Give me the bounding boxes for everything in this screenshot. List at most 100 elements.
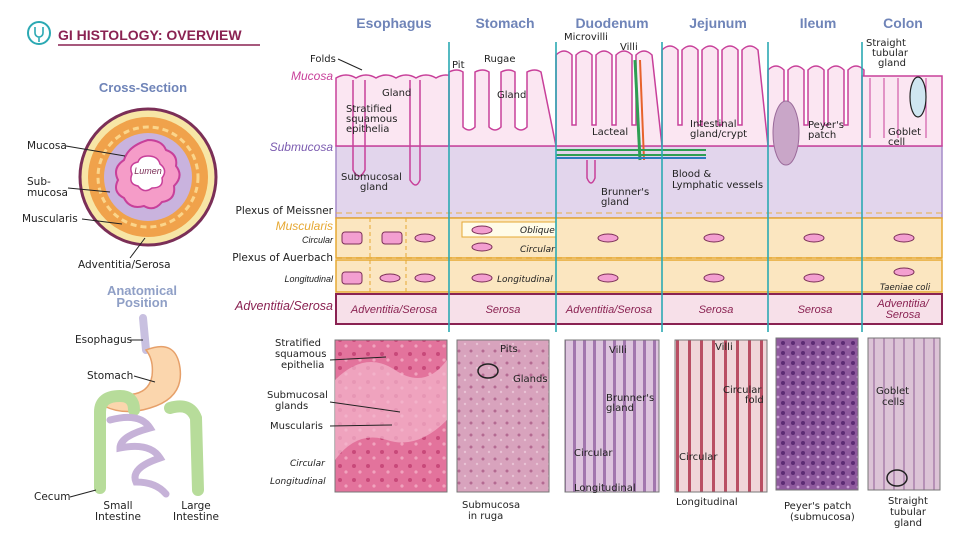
mlbl-longitudinal-j: Longitudinal [676, 497, 738, 508]
lbl-blood-1: Blood & [672, 169, 711, 180]
lbl-straight-2: tubular [872, 48, 909, 59]
lbl-brunners-2: gland [601, 197, 629, 208]
mlbl-circular-j: Circular [679, 452, 718, 463]
esophagus-mucosa [335, 74, 457, 147]
goblet-cell-shape [909, 76, 927, 118]
lbl-intestinal-1: Intestinal [690, 119, 737, 130]
mlbl-strat-1: Stratified [275, 338, 321, 349]
lbl-gland-sto: Gland [497, 90, 526, 101]
micrographs [334, 337, 941, 493]
duo-circ-cell [597, 233, 619, 243]
lbl-strat-2: squamous [346, 114, 397, 125]
mlbl-circular: Circular [290, 459, 326, 469]
layer-label-adventitia: Adventitia/Serosa [234, 299, 333, 313]
col-long-cell [893, 267, 915, 277]
eso-smooth-long-2 [414, 273, 436, 283]
cs-leader-muscularis [81, 218, 123, 225]
ile-circ-cell [803, 233, 825, 243]
lbl-lacteal: Lacteal [592, 127, 628, 138]
col-title-esophagus: Esophagus [356, 15, 432, 31]
lbl-longitudinal-sto: Longitudinal [497, 275, 553, 285]
layer-label-longitudinal: Longitudinal [284, 274, 334, 284]
layer-label-meissner: Plexus of Meissner [236, 205, 334, 217]
lbl-submucosal-1: Submucosal [341, 172, 402, 183]
anatomical-panel: Anatomical Position Esophagus Stomach Ce… [34, 283, 219, 523]
header: GI HISTOLOGY: OVERVIEW [27, 21, 260, 46]
serosa-duodenum: Adventitia/Serosa [565, 304, 652, 316]
mlbl-submucosal-2: glands [275, 401, 308, 412]
ile-long-cell [803, 273, 825, 283]
page-title: GI HISTOLOGY: OVERVIEW [58, 27, 242, 43]
adventitia-band [335, 293, 943, 325]
cs-label-submucosa-1: Sub- [27, 176, 51, 188]
lacteal-red [639, 59, 645, 161]
eso-smooth-circ [414, 233, 436, 243]
mleader-submucosal [329, 401, 401, 413]
pits-circle [477, 363, 499, 379]
micrograph-ileum [775, 337, 859, 491]
stomach-mucosa [448, 69, 557, 147]
mlbl-goblet-2: cells [882, 397, 904, 408]
serosa-colon-2: Serosa [886, 309, 921, 321]
sto-oblique-cell [471, 225, 493, 235]
mlbl-sub-ruga-1: Submucosa [462, 500, 520, 511]
sto-circ-cell [471, 242, 493, 252]
small-intestine-shape [106, 413, 170, 498]
lbl-pit: Pit [452, 60, 465, 71]
lumen-space [130, 155, 166, 192]
cs-leader-submucosa [67, 187, 111, 193]
anat-label-esophagus: Esophagus [75, 334, 132, 346]
mleader-strat [329, 356, 387, 361]
mlbl-circfold-2: fold [745, 395, 764, 406]
micrograph-duodenum [564, 339, 660, 493]
tubular-gland-circle [886, 469, 908, 487]
micrograph-stomach [456, 339, 550, 493]
lbl-strat-3: epithelia [346, 124, 389, 135]
layer-label-submucosa: Submucosa [270, 140, 334, 154]
mleader-muscularis [329, 424, 393, 427]
diagram-annotations: Folds Gland Stratified squamous epitheli… [310, 32, 931, 293]
mlbl-pits: Pits [500, 344, 518, 355]
mlbl-villi-j: Villi [715, 342, 733, 353]
layer-labels: Mucosa Submucosa Plexus of Meissner Musc… [232, 69, 334, 313]
lbl-goblet-2: cell [888, 137, 905, 148]
serosa-texts: Adventitia/Serosa Serosa Adventitia/Sero… [350, 298, 930, 321]
mlbl-sub-ruga-2: in ruga [468, 511, 503, 522]
col-title-ileum: Ileum [800, 15, 837, 31]
blood-vessel-lines [556, 149, 706, 156]
mlbl-villi-d: Villi [609, 345, 627, 356]
esophagus-tube [139, 314, 150, 354]
eso-striated-long-1 [341, 271, 363, 285]
mlbl-strat-2: squamous [275, 349, 326, 360]
lbl-circular-sto: Circular [520, 245, 556, 255]
lbl-intestinal-2: gland/crypt [690, 129, 747, 140]
column-titles: Esophagus Stomach Duodenum Jejunum Ileum… [356, 15, 923, 31]
anat-label-cecum: Cecum [34, 491, 70, 503]
anat-label-small-2: Intestine [95, 511, 141, 523]
col-title-jejunum: Jejunum [689, 15, 747, 31]
serosa-colon-1: Adventitia/ [876, 298, 929, 310]
lbl-gland-eso: Gland [382, 88, 411, 99]
cs-leader-mucosa [65, 145, 126, 157]
mucosa-profiles [335, 45, 943, 186]
serosa-jejunum: Serosa [699, 304, 734, 316]
mlbl-circular-d: Circular [574, 448, 613, 459]
col-circ-cell [893, 233, 915, 243]
lbl-oblique: Oblique [520, 226, 555, 236]
mlbl-straight-1: Straight [888, 496, 928, 507]
col-title-duodenum: Duodenum [575, 15, 648, 31]
anat-label-large-2: Intestine [173, 511, 219, 523]
leader-folds [337, 58, 363, 71]
duodenum-mucosa [555, 50, 663, 147]
esophagus-gland [352, 80, 421, 186]
anat-label-large-1: Large [181, 500, 211, 512]
anat-leader-stomach [133, 375, 156, 383]
layer-label-auerbach: Plexus of Auerbach [232, 252, 333, 264]
mlbl-straight-2: tubular [890, 507, 927, 518]
lbl-submucosal-2: gland [360, 182, 388, 193]
mlbl-muscularis: Muscularis [270, 421, 323, 432]
lbl-strat-1: Stratified [346, 104, 392, 115]
column-dividers [448, 42, 863, 332]
layer-label-circular: Circular [302, 235, 334, 245]
